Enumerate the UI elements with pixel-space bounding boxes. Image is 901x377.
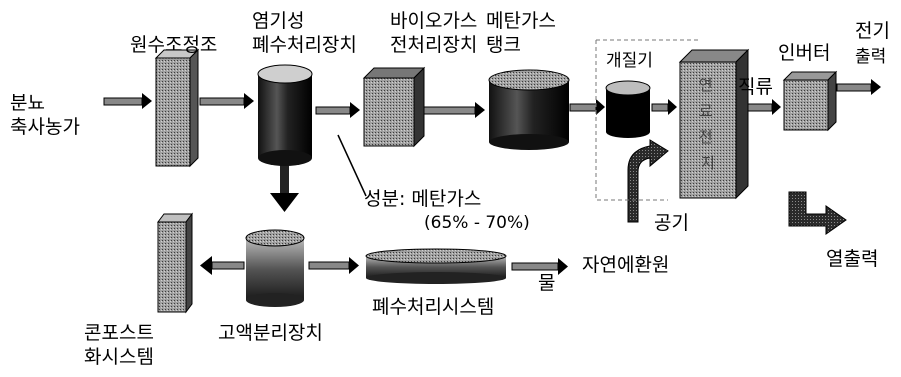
biogas-pre-label-2: 전처리장치 <box>390 34 478 56</box>
arrow-source-to-raw-tank <box>103 93 152 109</box>
inverter-label: 인버터 <box>778 42 831 64</box>
dc-label: 직류 <box>738 76 773 98</box>
wastewater-cylinder <box>365 248 507 284</box>
composition-range: (65% - 70%) <box>424 213 530 233</box>
fuel-cell-box: 연 료 전 지 <box>678 48 750 200</box>
arrow-raw-tank-to-acid-unit <box>199 93 254 109</box>
compost-label-2: 화시스템 <box>84 346 154 368</box>
inverter-box <box>782 70 838 132</box>
acid-unit-cylinder <box>257 64 313 166</box>
arrow-air-to-fuel-cell <box>627 139 669 223</box>
separator-label: 고액분리장치 <box>218 322 323 344</box>
arrow-separator-to-wastewater <box>308 257 359 274</box>
source-label-1: 분뇨 <box>10 92 45 114</box>
composition-label: 성분: 메탄가스 <box>364 188 482 210</box>
arrow-wastewater-to-nature <box>511 258 568 275</box>
arrow-methane-tank-to-reformer <box>569 99 605 115</box>
arrow-acid-unit-to-biogas-pre <box>315 102 360 118</box>
reformer-cylinder <box>605 80 651 138</box>
separator-cylinder <box>245 229 305 307</box>
reformer-label: 개질기 <box>606 51 653 71</box>
methane-tank-label-2: 탱크 <box>486 34 521 56</box>
biogas-pre-box <box>362 66 426 148</box>
water-label: 물 <box>538 272 556 294</box>
arrow-heat-out <box>788 191 847 235</box>
arrow-acid-unit-down <box>270 163 299 212</box>
arrow-inverter-to-power-out <box>836 79 881 95</box>
arrow-biogas-pre-to-methane-tank <box>422 102 485 118</box>
arrow-fuel-cell-to-inverter <box>747 99 781 115</box>
compost-label-1: 콘포스트 <box>84 322 154 344</box>
acid-unit-label-2: 폐수처리장치 <box>252 34 357 56</box>
nature-label: 자연에환원 <box>582 254 670 276</box>
composition-pointer <box>337 134 367 197</box>
raw-tank-label: 원수조정조 <box>130 34 218 56</box>
compost-box <box>157 212 193 314</box>
arrow-reformer-to-fuel-cell <box>651 99 677 115</box>
source-label-2: 축사농가 <box>10 116 80 138</box>
wastewater-label: 폐수처리시스템 <box>372 296 495 318</box>
biogas-pre-label-1: 바이오가스 <box>390 10 478 32</box>
methane-tank-cylinder <box>488 69 570 150</box>
heat-out-label: 열출력 <box>826 248 879 270</box>
fuel-cell-label: 연 료 전 지 <box>699 76 718 172</box>
raw-tank-box <box>154 48 200 168</box>
power-out-label-2: 출력 <box>855 47 887 67</box>
acid-unit-label-1: 염기성 <box>252 10 305 32</box>
arrow-separator-to-compost <box>200 256 245 275</box>
power-out-label-1: 전기 <box>855 20 890 42</box>
air-label: 공기 <box>654 212 689 234</box>
methane-tank-label-1: 메탄가스 <box>486 10 556 32</box>
